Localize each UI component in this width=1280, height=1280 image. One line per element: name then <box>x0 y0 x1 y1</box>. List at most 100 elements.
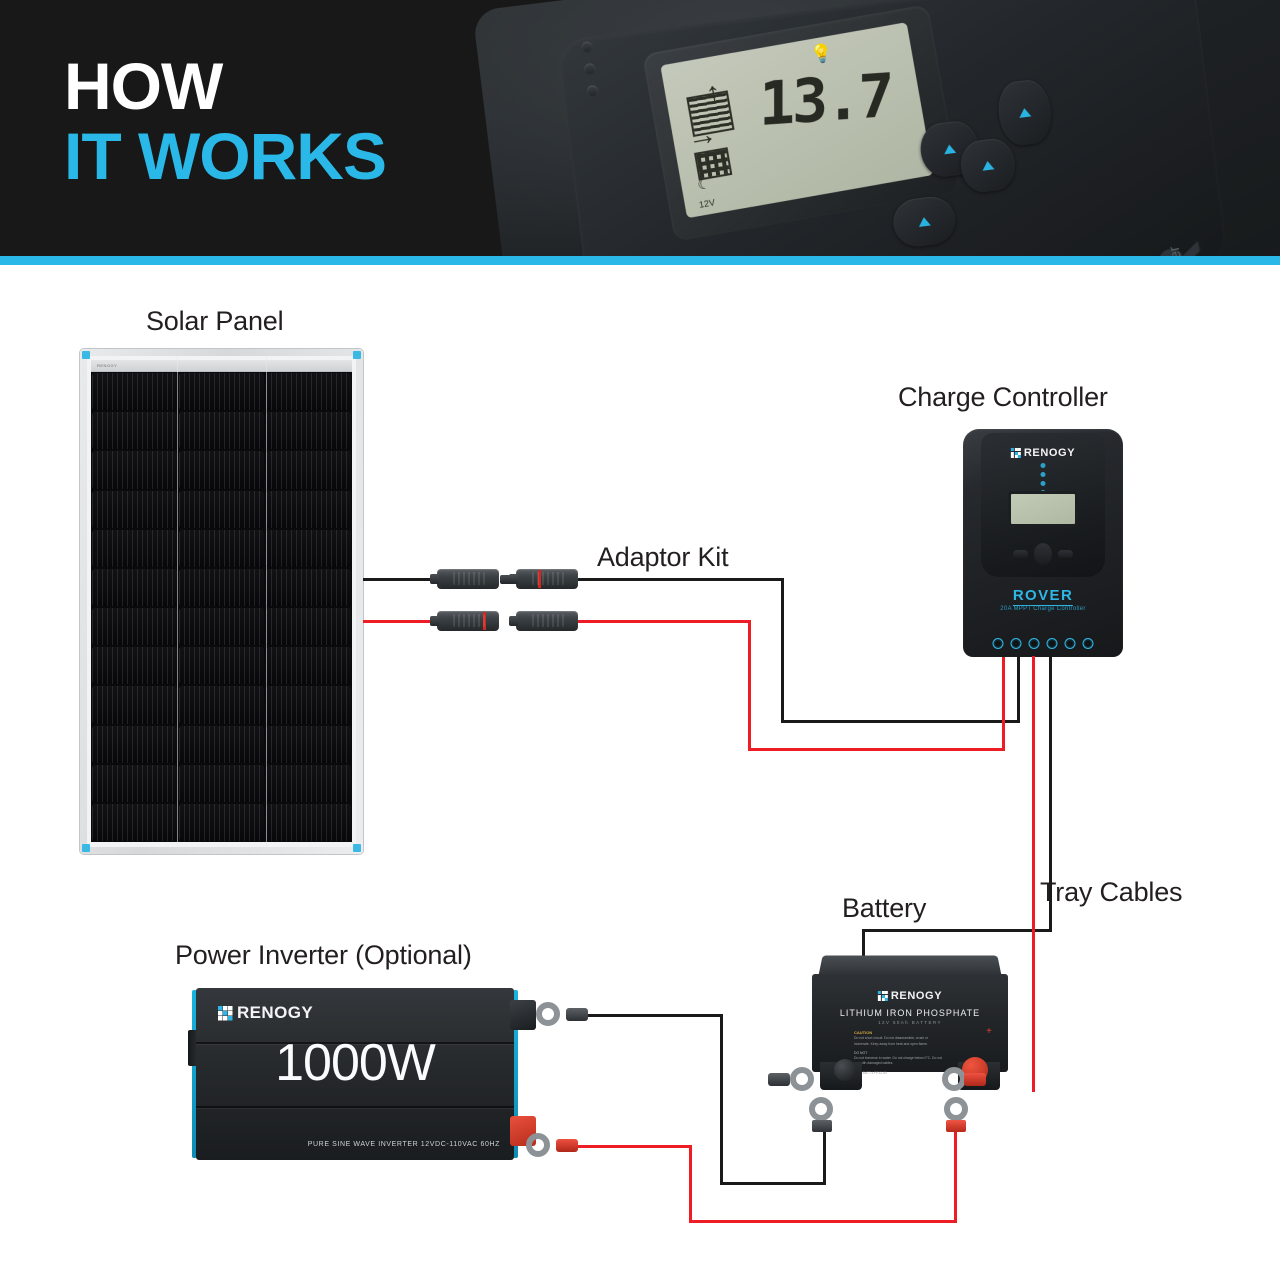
inverter-right-edge-accent <box>513 990 518 1158</box>
ferrule-inverter-neg <box>566 1008 588 1021</box>
solar-cell <box>179 451 264 489</box>
ring-terminal-battery-pos-top <box>942 1067 966 1093</box>
solar-panel-corner-accent <box>82 844 90 852</box>
battery-caution-heading: CAUTION <box>854 1030 873 1035</box>
led-indicator <box>1040 463 1046 468</box>
inverter-panel-seam <box>196 1106 514 1108</box>
photo-button-right <box>958 136 1018 195</box>
solar-cell <box>92 490 177 528</box>
controller-terminal-port <box>1082 638 1094 649</box>
solar-panel-cell-grid <box>91 372 352 842</box>
led-indicator <box>586 84 599 97</box>
controller-button-group <box>1013 543 1073 565</box>
ferrule-battery-neg-top <box>768 1073 790 1086</box>
bulb-icon: 💡 <box>808 41 835 66</box>
charge-controller-photo: 💡 ↑ → ☾ 13.7 12V VER Controller <box>472 0 1280 256</box>
lcd-unit-label: 12V <box>698 197 716 210</box>
inverter-brand-text: RENOGY <box>237 1003 314 1022</box>
mc4-seal-band <box>483 612 486 630</box>
ferrule-inverter-pos <box>556 1139 578 1152</box>
solar-cell <box>266 373 351 411</box>
solar-cell <box>92 647 177 685</box>
solar-cell <box>266 686 351 724</box>
title-line-2: IT WORKS <box>64 118 387 193</box>
page-title: HOW IT WORKS <box>64 51 387 193</box>
solar-cell <box>266 803 351 841</box>
solar-cell <box>92 725 177 763</box>
battery-chemistry-label: LITHIUM IRON PHOSPHATE <box>839 1008 981 1018</box>
battery-terminal-negative <box>834 1059 856 1081</box>
ring-terminal-battery-pos-bottom <box>944 1097 968 1123</box>
controller-button-right <box>1058 550 1073 558</box>
wire-inverter-negative-v2 <box>823 1132 826 1185</box>
ferrule-battery-pos-top <box>964 1073 986 1086</box>
inverter-chassis: RENOGY 1000W PURE SINE WAVE INVERTER 12V… <box>196 988 514 1160</box>
solar-cell <box>179 490 264 528</box>
solar-cell <box>179 568 264 606</box>
battery-chemistry-sublabel: 12V 50Ah BATTERY <box>878 1020 942 1025</box>
wire-negative-to-controller-h1 <box>578 578 781 581</box>
wire-inverter-positive-h1 <box>578 1145 692 1148</box>
battery-donot-body: Do not immerse in water. Do not charge b… <box>854 1056 943 1066</box>
solar-cell <box>92 764 177 802</box>
solar-cell <box>179 373 264 411</box>
controller-terminal-port <box>1010 638 1022 649</box>
inverter-side-vent <box>188 1030 198 1066</box>
inverter-panel-seam <box>196 1042 514 1044</box>
solar-cell <box>266 412 351 450</box>
photo-brand-text: VER <box>1142 235 1239 256</box>
solar-cell <box>266 647 351 685</box>
lcd-value: 13.7 <box>758 60 891 141</box>
solar-cell <box>266 529 351 567</box>
wire-negative-to-controller-port <box>1017 656 1020 723</box>
ring-terminal-battery-neg-top <box>790 1067 814 1093</box>
solar-cell <box>179 647 264 685</box>
solar-cell <box>266 764 351 802</box>
mc4-seal-band <box>538 570 541 588</box>
solar-cell <box>92 803 177 841</box>
lcd-screen: 💡 ↑ → ☾ 13.7 12V <box>660 22 934 219</box>
solar-panel-inner: RENOGY <box>87 356 356 847</box>
label-solar-panel: Solar Panel <box>146 306 284 336</box>
controller-button-dpad <box>1034 543 1052 565</box>
power-inverter: RENOGY 1000W PURE SINE WAVE INVERTER 12V… <box>188 988 536 1160</box>
battery-brand-text: RENOGY <box>890 990 943 1002</box>
solar-panel-corner-accent <box>82 351 90 359</box>
led-indicator <box>1040 481 1046 486</box>
controller-photo-leds <box>580 40 600 108</box>
wire-positive-to-controller-port <box>1002 656 1005 750</box>
inverter-brand-logo: RENOGY <box>218 1003 313 1023</box>
led-indicator <box>583 62 596 75</box>
solar-cell <box>266 451 351 489</box>
solar-cell <box>179 608 264 646</box>
battery-positive-symbol: + <box>986 1026 992 1037</box>
charge-controller: RENOGY ROVER 20A MPPT Charge Controller <box>963 429 1123 657</box>
photo-button-down <box>890 194 959 250</box>
label-charge-controller: Charge Controller <box>898 382 1108 412</box>
solar-cell <box>179 764 264 802</box>
solar-cell <box>92 451 177 489</box>
controller-photo-body: 💡 ↑ → ☾ 13.7 12V VER Controller <box>556 0 1238 256</box>
tray-cable-negative-v1 <box>1049 656 1052 932</box>
solar-cell <box>92 412 177 450</box>
wire-inverter-positive-h2 <box>689 1220 957 1223</box>
battery-model-code: RNG-BATT-LFP12-50 <box>854 1070 887 1075</box>
solar-panel-corner-accent <box>353 844 361 852</box>
mc4-connector-male-negative <box>500 569 578 589</box>
tray-cable-negative-h <box>862 929 1052 932</box>
led-indicator <box>1040 472 1046 477</box>
ring-terminal-inverter-neg <box>536 1002 560 1028</box>
controller-terminal-port <box>1064 638 1076 649</box>
controller-button-left <box>1013 550 1028 558</box>
solar-cell <box>92 373 177 411</box>
renogy-grid-icon <box>1010 448 1021 458</box>
solar-cell <box>266 568 351 606</box>
label-power-inverter: Power Inverter (Optional) <box>175 940 472 970</box>
solar-panel-busbar <box>266 356 268 847</box>
accent-divider-bar <box>0 256 1280 265</box>
inverter-spec-text: PURE SINE WAVE INVERTER 12VDC-110VAC 60H… <box>307 1141 500 1148</box>
solar-cell <box>179 686 264 724</box>
moon-icon: ☾ <box>696 174 712 193</box>
solar-cell <box>179 529 264 567</box>
